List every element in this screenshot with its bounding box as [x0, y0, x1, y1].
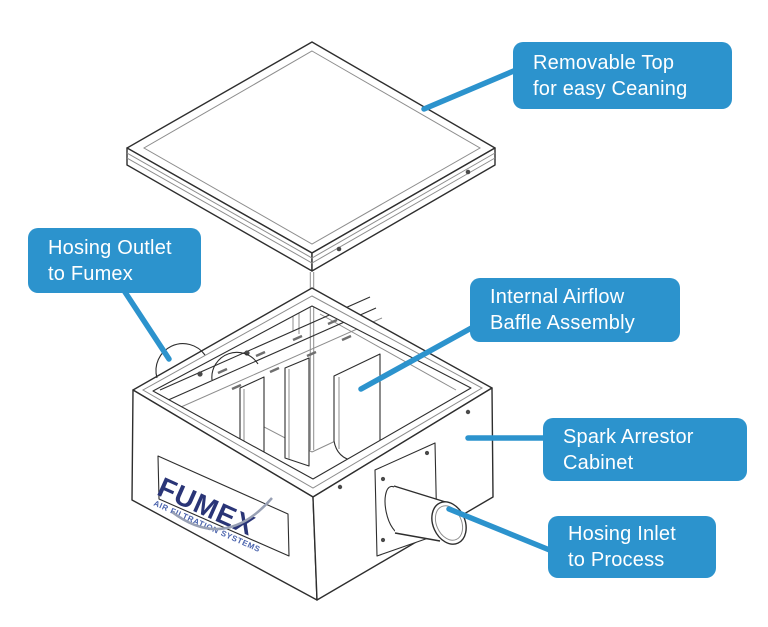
- callout-spark-arrestor: Spark Arrestor Cabinet: [543, 418, 747, 481]
- callout-text: Removable Top: [533, 51, 675, 74]
- lid-screw-hole: [336, 246, 342, 252]
- wall-screw-hole: [337, 484, 343, 490]
- wall-screw-hole: [465, 409, 471, 415]
- callout-text: to Process: [568, 549, 665, 571]
- callout-internal-airflow: Internal Airflow Baffle Assembly: [470, 278, 680, 342]
- callout-text: Cabinet: [563, 451, 634, 474]
- lid-screw-hole: [465, 169, 471, 175]
- callout-hosing-outlet: Hosing Outlet to Fumex: [28, 228, 201, 293]
- callout-text: Hosing Outlet: [48, 236, 172, 259]
- leader-removable-top: [421, 67, 519, 112]
- callout-text: Internal Airflow: [490, 286, 625, 308]
- callout-text: Baffle Assembly: [490, 312, 635, 334]
- baffle-plates: [239, 353, 381, 467]
- callout-text: Spark Arrestor: [563, 425, 694, 448]
- callout-removable-top: Removable Top for easy Ceaning: [513, 42, 732, 109]
- callout-text: Hosing Inlet: [568, 523, 677, 545]
- leader-internal-airflow: [358, 323, 478, 392]
- removable-lid-drawing: [126, 41, 496, 272]
- hosing-outlet-drawing: [155, 343, 259, 381]
- logo-swoosh: [171, 497, 273, 531]
- callout-hosing-inlet: Hosing Inlet to Process: [548, 516, 716, 578]
- callout-text: for easy Ceaning: [533, 77, 688, 100]
- callout-text: to Fumex: [48, 262, 133, 285]
- leader-hosing-inlet: [446, 506, 555, 554]
- leader-hosing-outlet: [120, 286, 172, 362]
- callout-leader-lines: [120, 67, 555, 554]
